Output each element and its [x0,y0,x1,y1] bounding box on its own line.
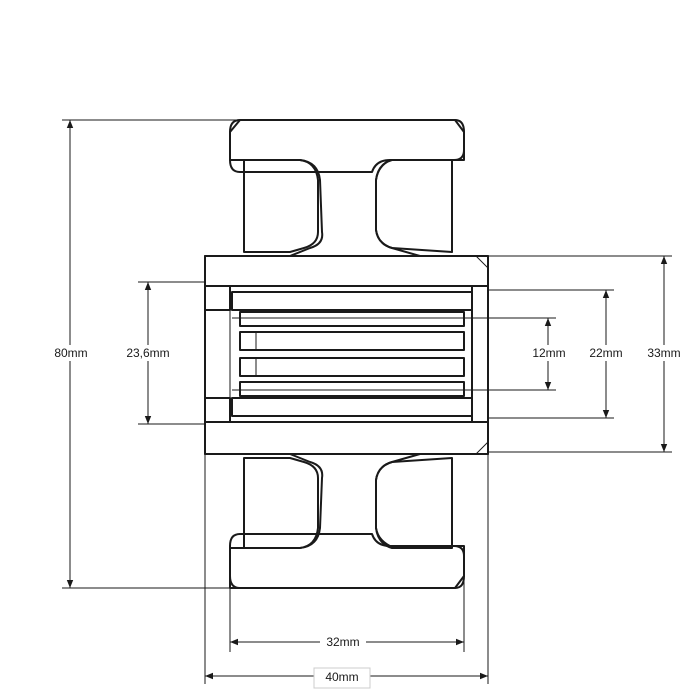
dim-label-bearing-outer-diameter: 22mm [589,346,622,360]
dim-label-hub-diameter: 33mm [647,346,680,360]
dim-hub-width: 40mm [204,454,489,689]
dim-overall-diameter: 80mm [50,119,240,589]
tyre-lower [229,533,465,589]
dim-shaft-diameter: 12mm [488,317,568,391]
dim-bearing-outer-diameter: 22mm [488,289,626,419]
dim-label-hub-width: 40mm [325,670,358,684]
dim-label-tread-width: 32mm [326,635,359,649]
needle-rollers [232,311,472,397]
dim-label-overall-diameter: 80mm [54,346,87,360]
tyre-pocket-right-lower [375,457,453,549]
bore [204,285,489,423]
dim-tread-width: 32mm [229,546,465,652]
dim-hub-diameter: 33mm [488,255,686,453]
tyre-upper [229,119,465,173]
dim-label-shaft-diameter: 12mm [532,346,565,360]
seal-ring-upper [204,285,231,311]
seal-ring-lower [204,397,231,423]
tyre-pocket-left-upper [243,159,319,253]
dim-label-bore-diameter: 23,6mm [126,346,169,360]
bearing-shell-lower [231,397,473,417]
bearing-shell-upper [231,291,473,311]
dim-bore-diameter: 23,6mm [120,281,205,425]
bore-step-right [471,285,489,423]
tyre-pocket-left-lower [243,457,319,549]
tyre-outline [243,160,453,548]
rim-web [204,119,489,589]
tyre-pocket-right-upper [375,159,453,253]
